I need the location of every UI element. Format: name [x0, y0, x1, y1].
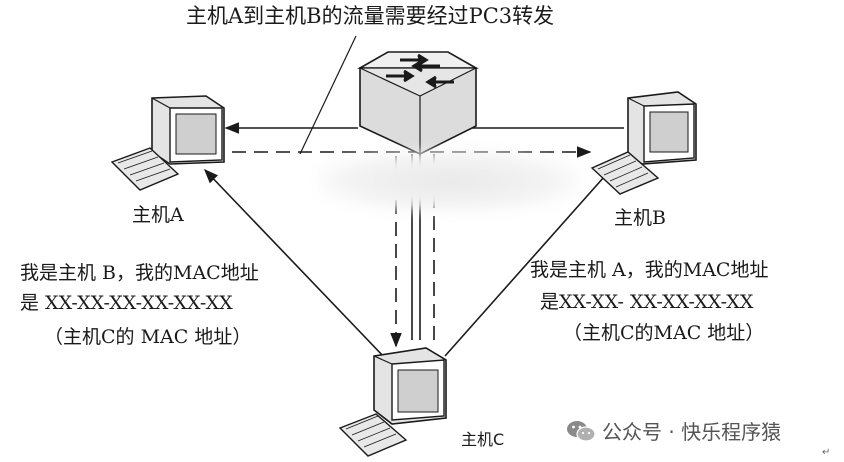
- watermark-text: 公众号 · 快乐程序猿: [602, 420, 782, 444]
- host-b-label: 主机B: [614, 207, 666, 229]
- host-c-computer-icon: [338, 347, 447, 457]
- left-message-line-3: （主机C的 MAC 地址）: [44, 326, 252, 348]
- right-message-line-1: 我是主机 A，我的MAC地址: [530, 259, 769, 281]
- left-message-line-1: 我是主机 B，我的MAC地址: [20, 262, 259, 284]
- host-a-label: 主机A: [132, 204, 184, 226]
- arrow-host-c-to-host-b: [444, 166, 613, 357]
- host-c-label: 主机C: [461, 430, 505, 449]
- host-a-computer-icon: [110, 95, 225, 191]
- blurred-region: [318, 150, 580, 212]
- right-message-line-2: 是XX-XX- XX-XX-XX-XX: [540, 291, 754, 313]
- paragraph-end-mark: ↵: [822, 447, 831, 458]
- host-b-computer-icon: [590, 91, 697, 195]
- network-switch-icon: [356, 51, 480, 155]
- right-message-line-3: （主机C的MAC 地址）: [563, 322, 765, 344]
- watermark: 公众号 · 快乐程序猿: [566, 416, 781, 445]
- diagram-title: 主机A到主机B的流量需要经过PC3转发: [186, 4, 555, 28]
- wechat-icon: [567, 420, 596, 442]
- left-message-line-2: 是 XX-XX-XX-XX-XX-XX: [20, 292, 233, 314]
- arrow-host-c-to-host-a: [204, 168, 386, 359]
- title-callout-line: [299, 35, 357, 155]
